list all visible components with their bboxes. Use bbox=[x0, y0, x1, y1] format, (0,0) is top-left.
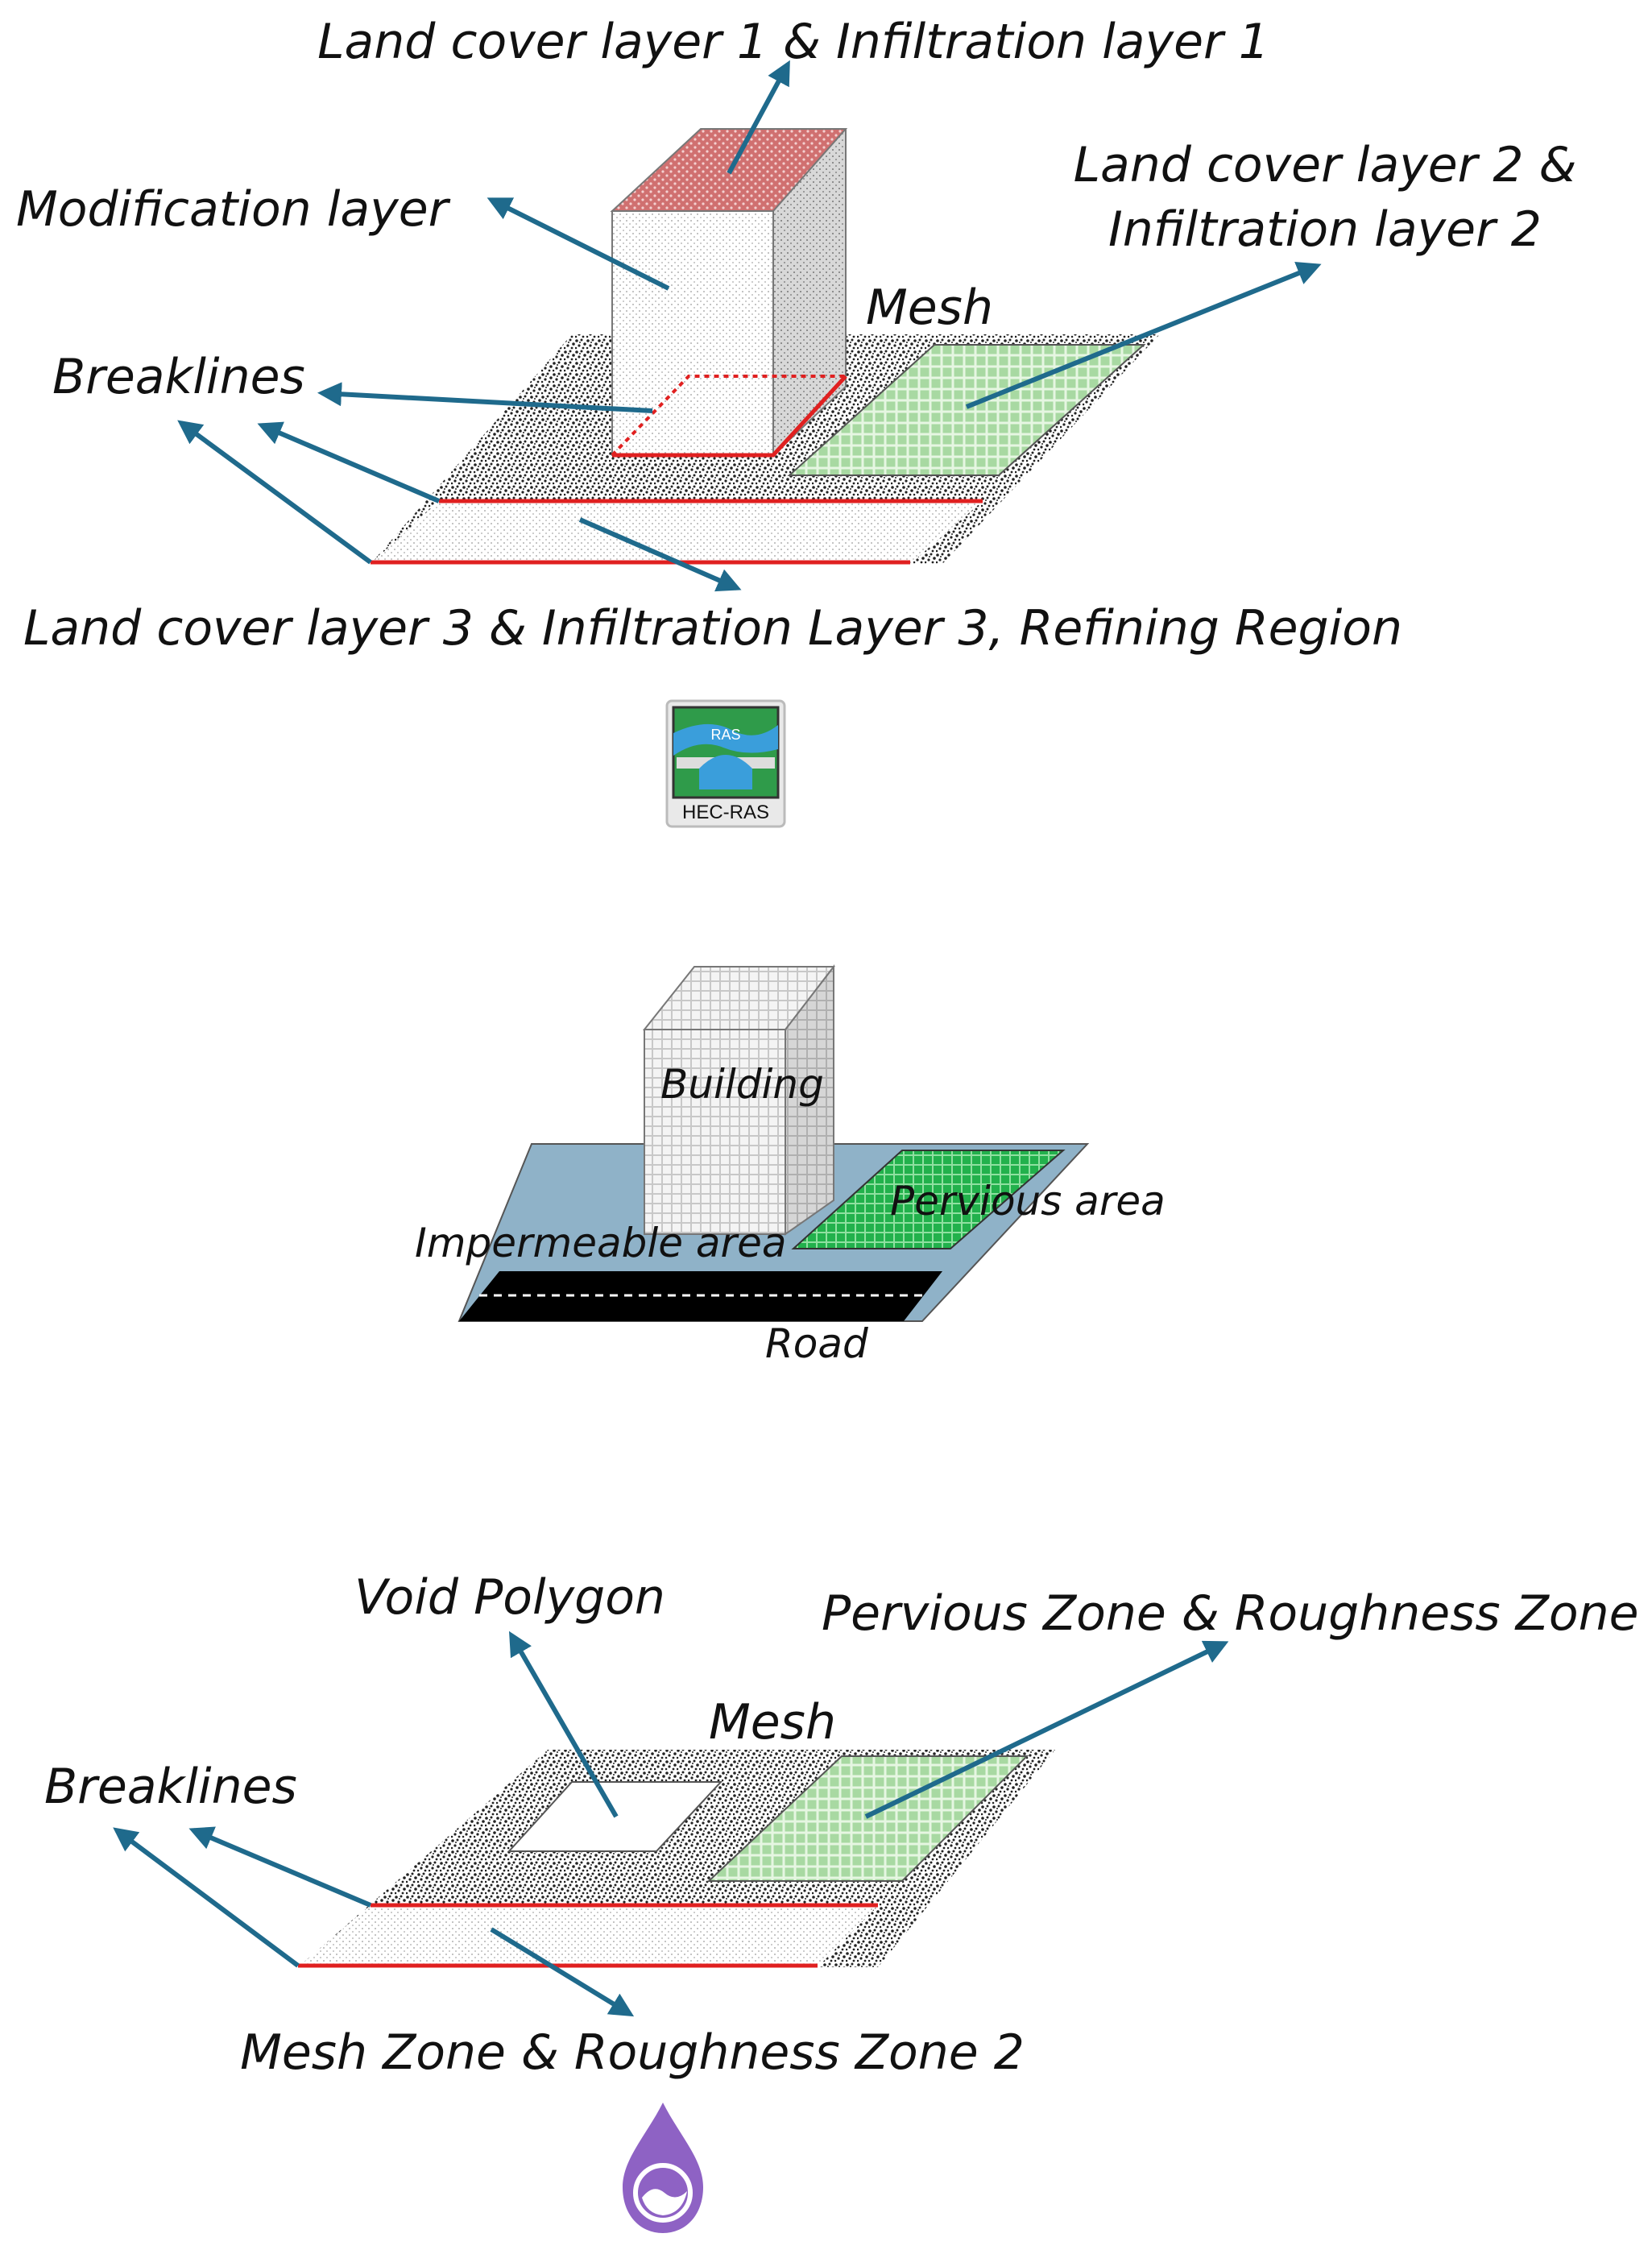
top-diagram: Land cover layer 1 & Infiltration layer … bbox=[16, 14, 1576, 657]
building-front bbox=[611, 210, 774, 456]
arrow-breaklines-bottom-1 bbox=[188, 1826, 372, 1908]
label-pervious-area: Pervious area bbox=[890, 1178, 1166, 1224]
hec-ras-icon-bottom-text: HEC-RAS bbox=[682, 802, 769, 823]
arrow-land-cover-1 bbox=[727, 60, 790, 175]
label-impermeable-area: Impermeable area bbox=[415, 1220, 787, 1266]
hec-ras-icon: RAS HEC-RAS bbox=[665, 699, 786, 828]
modification-outline bbox=[612, 375, 847, 458]
building-front-mid bbox=[644, 1029, 786, 1235]
hec-ras-icon-top-text: RAS bbox=[710, 727, 740, 743]
refining-region bbox=[371, 501, 983, 564]
label-void-polygon: Void Polygon bbox=[354, 1569, 665, 1626]
label-mesh-zone: Mesh Zone & Roughness Zone 2 bbox=[240, 2024, 1025, 2081]
arrow-breaklines-top-1 bbox=[317, 382, 653, 413]
label-mesh-bottom: Mesh bbox=[709, 1694, 836, 1751]
mesh-zone bbox=[298, 1905, 878, 1967]
arrow-land-cover-2 bbox=[965, 262, 1322, 409]
modification-outline-dashed bbox=[611, 375, 846, 457]
label-land-cover-2-line1: Land cover layer 2 & bbox=[1074, 137, 1577, 193]
label-breaklines-bottom: Breaklines bbox=[44, 1759, 297, 1815]
label-land-cover-2-line2: Infiltration layer 2 bbox=[1108, 201, 1542, 258]
arrow-breaklines-bottom-2 bbox=[113, 1827, 300, 1968]
label-breaklines-top: Breaklines bbox=[52, 349, 305, 405]
arrow-land-cover-3 bbox=[578, 517, 742, 592]
arrow-void-polygon bbox=[508, 1631, 619, 1818]
label-building: Building bbox=[660, 1061, 824, 1108]
arrow-breaklines-top-2 bbox=[257, 421, 441, 503]
label-land-cover-1: Land cover layer 1 & Infiltration layer … bbox=[317, 14, 1269, 70]
arrow-modification bbox=[486, 197, 670, 291]
label-modification: Modification layer bbox=[16, 181, 451, 238]
arrow-breaklines-top-3 bbox=[177, 420, 372, 565]
label-pervious-zone: Pervious Zone & Roughness Zone 1 bbox=[822, 1585, 1652, 1642]
label-land-cover-3: Land cover layer 3 & Infiltration Layer … bbox=[23, 600, 1402, 657]
pervious-area bbox=[791, 1150, 1066, 1249]
arrow-mesh-zone bbox=[490, 1927, 635, 2017]
arrow-pervious-zone bbox=[864, 1640, 1229, 1819]
pervious-zone bbox=[706, 1755, 1029, 1882]
label-mesh-top: Mesh bbox=[866, 280, 993, 336]
water-drop-icon bbox=[623, 2103, 703, 2233]
label-road: Road bbox=[765, 1320, 868, 1367]
bottom-diagram: Void Polygon Pervious Zone & Roughness Z… bbox=[44, 1569, 1652, 2081]
middle-diagram: Building Pervious area Impermeable area … bbox=[415, 964, 1166, 1367]
pervious-layer-2 bbox=[787, 344, 1146, 476]
